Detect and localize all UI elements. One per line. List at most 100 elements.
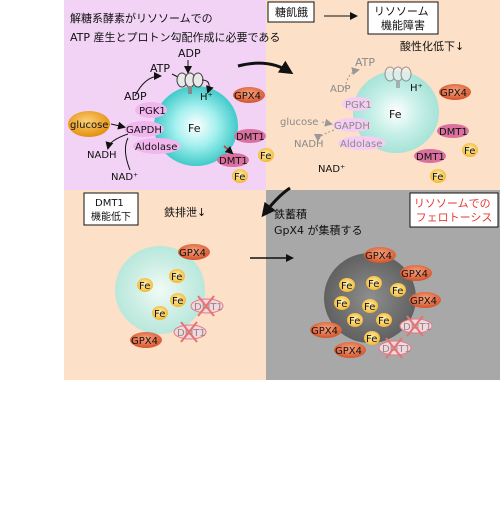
panel1-to-panel2-arrow bbox=[237, 60, 294, 75]
dmt1-label-upper: DMT1 bbox=[236, 132, 265, 143]
gpx4-accumulation-label: GpX4 が集積する bbox=[274, 223, 363, 237]
h-plus-label: H⁺ bbox=[200, 92, 213, 103]
fe-panel3-label-2: Fe bbox=[171, 272, 182, 283]
fe-inside-panel2-label: Fe bbox=[389, 108, 402, 121]
fe-panel3-4 bbox=[152, 306, 168, 320]
lysosome-dysfunctional bbox=[353, 71, 439, 153]
gapdh-faded-enzyme bbox=[333, 118, 371, 132]
fe-panel4-6 bbox=[347, 313, 363, 327]
nad-plus-faded-label: NAD⁺ bbox=[318, 164, 345, 175]
fe-outside-label-2: Fe bbox=[234, 172, 245, 183]
fe-panel3-label-1: Fe bbox=[139, 281, 150, 292]
glucose-label: glucose bbox=[70, 120, 108, 131]
nadh-faded-label: NADH bbox=[294, 139, 324, 150]
dmt1-panel2-upper-label: DMT1 bbox=[439, 127, 468, 138]
gpx4-panel4-2 bbox=[400, 265, 432, 281]
fe-outside-label-1: Fe bbox=[260, 151, 271, 162]
gpx4-panel4-label-5: GPX4 bbox=[335, 346, 362, 357]
v-atpase-pump-icon bbox=[176, 72, 204, 94]
gpx4-panel4-5 bbox=[334, 342, 366, 358]
nadh-faded-arrow bbox=[314, 129, 335, 142]
fe-panel4-4 bbox=[334, 296, 350, 310]
dysfunction-line1: リソソーム bbox=[374, 5, 429, 18]
dmt1-inhibited-upper: DMT1 bbox=[190, 295, 224, 317]
panel3: DMT1 機能低下 鉄排泄↓ GPX4 GPX4 Fe Fe Fe Fe DMT… bbox=[83, 192, 224, 348]
fe-panel3-label-4: Fe bbox=[154, 309, 165, 320]
adp-left-label: ADP bbox=[124, 90, 147, 103]
fe-panel4-7 bbox=[376, 313, 392, 327]
dmt1-label-lower: DMT1 bbox=[219, 156, 248, 167]
gpx4-panel4-label-1: GPX4 bbox=[365, 251, 392, 262]
nad-plus-label: NAD⁺ bbox=[111, 172, 138, 183]
dmt1-panel2-lower-label: DMT1 bbox=[416, 152, 445, 163]
gpx4-panel4-3 bbox=[409, 292, 441, 308]
gpx4-protein bbox=[233, 87, 265, 103]
pgk1-enzyme bbox=[135, 102, 167, 118]
fe-panel4-label-7: Fe bbox=[378, 316, 389, 327]
dmt1-inhibited-lower: DMT1 bbox=[173, 321, 207, 343]
adp-top-label: ADP bbox=[178, 47, 201, 60]
iron-accumulation-label: 鉄蓄積 bbox=[274, 207, 307, 221]
dysfunction-label: リソソーム 機能障害 bbox=[374, 5, 432, 32]
lysosomal-ferroptosis-box bbox=[409, 192, 499, 228]
fe-panel4-1 bbox=[339, 278, 355, 292]
atp-label: ATP bbox=[150, 62, 170, 75]
gapdh-to-nadh-arrow bbox=[105, 133, 129, 150]
fe-panel3-2 bbox=[169, 269, 185, 283]
fe-panel4-label-8: Fe bbox=[366, 334, 377, 345]
fe-panel2-outside-2 bbox=[430, 169, 446, 183]
h-plus-faded-label: H⁺ bbox=[410, 83, 423, 94]
gpx4-panel2-label: GPX4 bbox=[440, 88, 467, 99]
gpx4-panel4-label-2: GPX4 bbox=[401, 269, 428, 280]
gpx4-panel4-4 bbox=[310, 322, 342, 338]
gapdh-faded-label: GAPDH bbox=[334, 121, 370, 132]
panel1-caption-line1: 解糖系酵素がリソソームでの bbox=[70, 11, 213, 25]
aldolase-faded-enzyme bbox=[338, 136, 386, 150]
fe-panel4-3 bbox=[390, 283, 406, 297]
dmt1-panel2-upper bbox=[437, 124, 469, 138]
fe-panel3-1 bbox=[137, 278, 153, 292]
dysfunction-box bbox=[367, 1, 439, 35]
aldolase-label: Aldolase bbox=[135, 142, 177, 153]
atp-faded-arrow bbox=[344, 67, 360, 89]
gpx4-panel3-top-label: GPX4 bbox=[179, 248, 206, 259]
proton-influx-arrow bbox=[201, 79, 214, 94]
nad-to-gapdh-arrow bbox=[124, 137, 131, 171]
fe-panel4-label-3: Fe bbox=[392, 286, 403, 297]
gapdh-label: GAPDH bbox=[126, 125, 162, 136]
aldolase-enzyme bbox=[133, 138, 181, 154]
fe-panel3-3 bbox=[170, 293, 186, 307]
starvation-label: 糖飢餓 bbox=[275, 5, 308, 19]
fe-ion-outside-1 bbox=[258, 148, 274, 162]
panel1-caption-line2: ATP 産生とプロトン勾配作成に必要である bbox=[70, 30, 280, 44]
dmt1-panel4-inhibited-upper: DMT1 bbox=[399, 315, 433, 337]
fe-panel2-outside-label-2: Fe bbox=[432, 172, 443, 183]
glucose-faded-label: glucose bbox=[280, 117, 318, 128]
dmt1-panel2-lower bbox=[414, 149, 446, 163]
gpx4-panel3-bottom-label: GPX4 bbox=[131, 336, 158, 347]
aldolase-faded-label: Aldolase bbox=[340, 139, 382, 150]
iron-export-arrow-1 bbox=[223, 145, 234, 155]
dmt1-dysfunction-label: DMT1 機能低下 bbox=[91, 198, 131, 223]
glucose-to-gapdh-arrow bbox=[110, 121, 126, 130]
fe-panel2-outside-label-1: Fe bbox=[464, 146, 475, 157]
fe-panel4-label-4: Fe bbox=[336, 299, 347, 310]
adp-faded-label: ADP bbox=[330, 84, 351, 95]
gpx4-panel3-bottom bbox=[130, 332, 162, 348]
panel1: 解糖系酵素がリソソームでの ATP 産生とプロトン勾配作成に必要である ADP … bbox=[68, 11, 280, 183]
fe-panel4-label-1: Fe bbox=[341, 281, 352, 292]
pgk1-faded-label: PGK1 bbox=[345, 100, 372, 111]
atp-faded-label: ATP bbox=[355, 56, 375, 69]
dmt1-panel4-inhibited-lower: DMT1 bbox=[378, 337, 412, 359]
fe-panel3-label-3: Fe bbox=[172, 296, 183, 307]
lysosome-iron-retaining bbox=[115, 246, 205, 334]
ferroptosis-title-line1: リソソームでの bbox=[414, 197, 491, 210]
starvation-box bbox=[267, 1, 315, 23]
gpx4-panel3-top bbox=[178, 244, 210, 260]
fe-panel2-outside-1 bbox=[462, 143, 478, 157]
dmt1-dysfunction-line1: DMT1 bbox=[95, 198, 124, 209]
lysosomal-ferroptosis-title: リソソームでの フェロトーシス bbox=[414, 197, 494, 224]
pgk1-label: PGK1 bbox=[139, 106, 166, 117]
fe-panel4-label-2: Fe bbox=[368, 279, 379, 290]
